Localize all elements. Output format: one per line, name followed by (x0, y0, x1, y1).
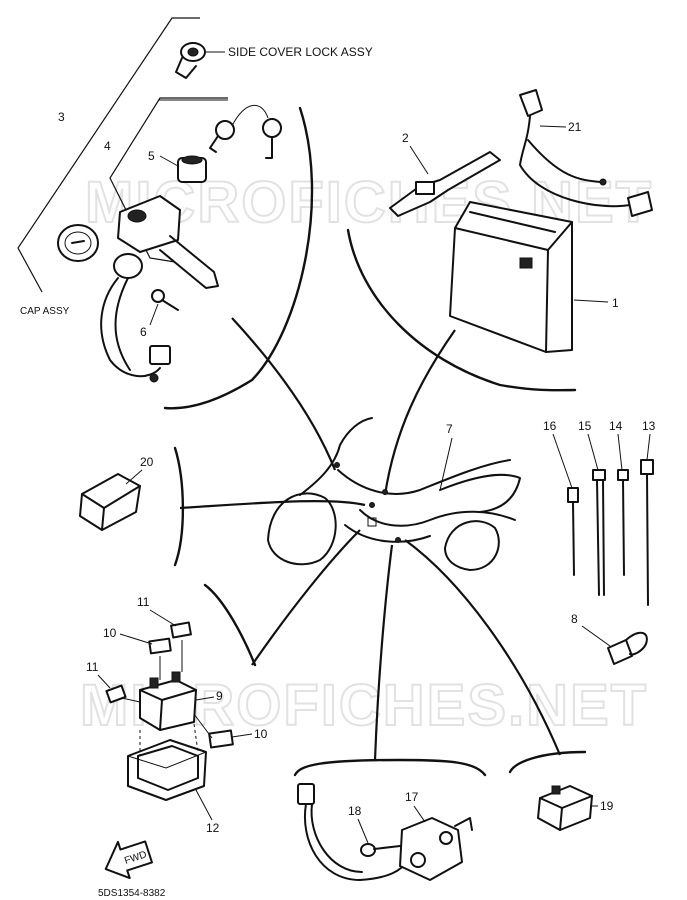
fuse-assembly-lines (121, 640, 213, 739)
label-part-6: 6 (140, 325, 147, 339)
label-part-20: 20 (140, 455, 154, 469)
label-side-cover-lock: SIDE COVER LOCK ASSY (228, 45, 373, 59)
label-part-2: 2 (402, 131, 409, 145)
screw-18-icon (360, 843, 401, 857)
battery-band-icon (389, 151, 501, 217)
label-part-5: 5 (148, 149, 155, 163)
leader-16 (552, 433, 573, 489)
leader-1 (573, 299, 609, 303)
battery-lead-icon (519, 89, 653, 217)
leader-ignition (231, 317, 337, 471)
label-part-10-right: 10 (254, 727, 268, 741)
leader-18 (357, 818, 369, 844)
label-part-1: 1 (612, 296, 619, 310)
leader-11-left (97, 674, 111, 689)
bracket-3 (17, 17, 200, 293)
label-part-16: 16 (543, 419, 557, 433)
label-part-18: 18 (348, 804, 362, 818)
leader-11-top (149, 609, 177, 627)
switch-wire-icon (297, 783, 409, 881)
leader-relay (179, 500, 366, 510)
band-13-icon (640, 459, 654, 606)
label-part-14: 14 (609, 419, 623, 433)
leader-8 (581, 625, 611, 647)
label-cap-assy: CAP ASSY (20, 306, 70, 317)
label-part-3: 3 (58, 110, 65, 124)
leader-2 (409, 145, 429, 175)
leader-21 (539, 125, 567, 128)
main-switch-icon (100, 195, 219, 383)
leader-10-top (119, 633, 153, 645)
label-part-19: 19 (600, 799, 614, 813)
fuse-box-9-icon (139, 671, 197, 731)
fuse-cover-12-icon (127, 739, 207, 801)
leader-12 (195, 789, 213, 821)
label-part-17: 17 (405, 790, 419, 804)
relay-19-icon (537, 785, 593, 831)
label-part-9: 9 (216, 689, 223, 703)
region-battery-boundary (346, 228, 577, 392)
relay-20-icon (79, 473, 141, 531)
region-fuse-boundary (203, 583, 257, 667)
fwd-arrow-icon (104, 840, 153, 880)
fuse-11-top-icon (170, 621, 192, 639)
label-part-12: 12 (206, 821, 220, 835)
region-ignition-boundary (163, 106, 314, 410)
label-part-11-left: 11 (86, 660, 99, 674)
leader-20 (125, 469, 143, 485)
leader-7 (439, 437, 453, 491)
bolt-6-icon (151, 289, 179, 311)
leader-fuse (251, 529, 361, 666)
label-part-8: 8 (571, 612, 578, 626)
region-horn-boundary (508, 750, 587, 774)
leader-14 (617, 433, 623, 471)
band-16-icon (567, 487, 579, 576)
label-part-7: 7 (446, 422, 453, 436)
leader-9 (195, 696, 215, 701)
leader-10-right (231, 733, 253, 738)
label-part-4: 4 (104, 139, 111, 153)
sidestand-switch-17-icon (399, 817, 473, 881)
lock-cylinder-icon (177, 155, 207, 183)
leader-13 (646, 433, 651, 461)
region-switch-boundary (293, 758, 487, 777)
leader-switch (373, 544, 394, 761)
leader-17 (413, 805, 426, 823)
band-14-icon (617, 469, 629, 576)
label-part-15: 15 (578, 419, 592, 433)
fuse-dash-lines (139, 723, 199, 756)
fuse-10-right-icon (208, 729, 234, 749)
label-part-21: 21 (568, 120, 582, 134)
label-part-10-top: 10 (103, 626, 117, 640)
leader-6 (149, 303, 159, 326)
keys-icon (209, 104, 282, 159)
leader-horn (404, 539, 562, 756)
label-part-11-top: 11 (137, 595, 150, 609)
fuse-11-left-icon (105, 684, 127, 704)
label-part-13: 13 (642, 419, 656, 433)
label-code: 5DS1354-8382 (98, 888, 166, 899)
clamp-8-icon (607, 631, 648, 665)
fuse-10-top-icon (148, 637, 172, 655)
battery-icon (449, 201, 573, 353)
bracket-4 (109, 97, 228, 263)
leader-5 (159, 155, 179, 167)
side-cover-lock-icon (175, 42, 206, 79)
band-15-icon (592, 469, 606, 596)
leader-battery (383, 329, 456, 496)
cap-assy-icon (57, 224, 99, 262)
leader-15 (587, 433, 599, 471)
region-relay-boundary (173, 446, 185, 567)
motorcycle-icon (267, 417, 521, 571)
